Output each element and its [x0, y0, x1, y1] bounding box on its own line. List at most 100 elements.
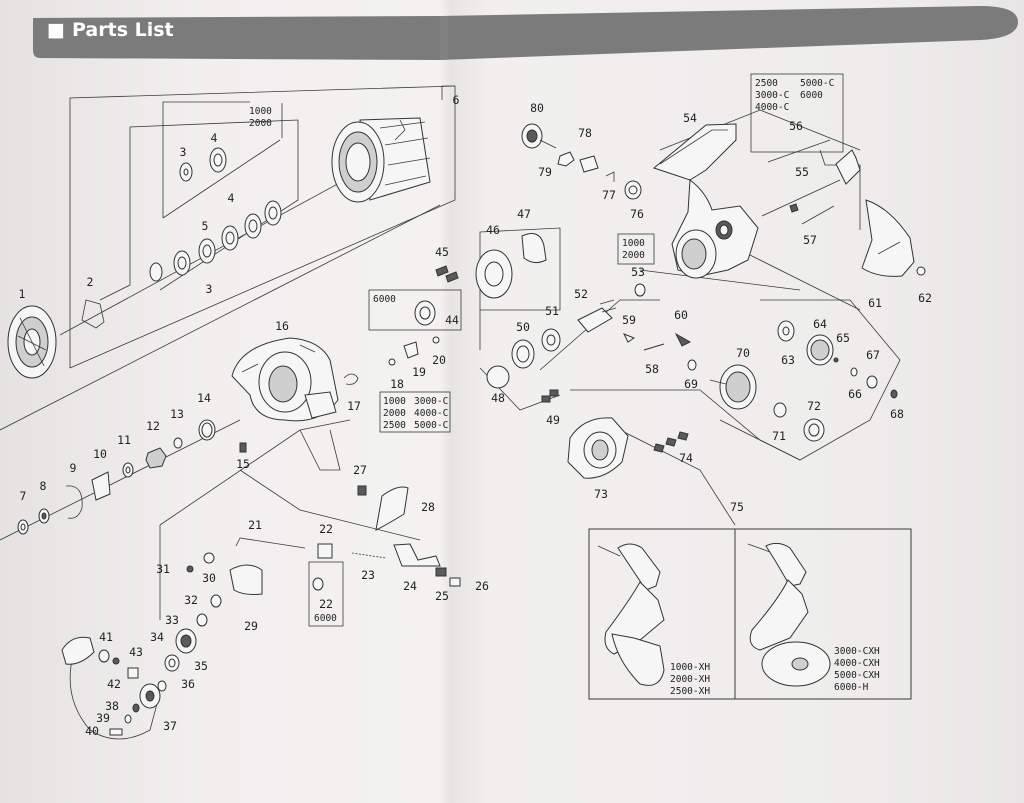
part-label-8: 8: [40, 479, 47, 493]
note-18-2500: 2500: [383, 420, 406, 431]
handle-side-small-parts: [622, 199, 926, 351]
rotor-small-parts: [17, 419, 247, 535]
part-label-19: 19: [412, 365, 426, 379]
part-label-75: 75: [730, 500, 744, 514]
part-75-handle-box: [588, 528, 912, 700]
part-label-39: 39: [96, 711, 110, 725]
part-label-67: 67: [866, 348, 880, 362]
part-label-53: 53: [631, 265, 645, 279]
note-18-3000c: 3000-C: [414, 396, 448, 407]
part-label-70: 70: [736, 346, 750, 360]
header-banner: ■ Parts List: [33, 6, 1018, 60]
note-18-5000c: 5000-C: [414, 420, 448, 431]
part-6-spool: [331, 117, 431, 203]
bail-wire-parts: [61, 594, 222, 740]
part-73-body-cover: [567, 417, 689, 479]
part-label-29: 29: [244, 619, 258, 633]
note-56-6000: 6000: [800, 90, 823, 101]
note-56-4000c: 4000-C: [755, 102, 789, 113]
part-label-54: 54: [683, 111, 697, 125]
note-18-4000c: 4000-C: [414, 408, 448, 419]
note-22-6000: 6000: [314, 613, 337, 624]
part-label-52: 52: [574, 287, 588, 301]
bail-trip-parts: [343, 336, 440, 385]
part-label-4b: 4: [228, 191, 235, 205]
part-label-22b: 22: [319, 597, 333, 611]
part-label-73: 73: [594, 487, 608, 501]
part-label-3b: 3: [206, 282, 213, 296]
note-56-3000c: 3000-C: [755, 90, 789, 101]
part-label-41: 41: [99, 630, 113, 644]
part-label-34: 34: [150, 630, 164, 644]
part-label-11: 11: [117, 433, 131, 447]
part-label-15: 15: [236, 457, 250, 471]
part-label-43: 43: [129, 645, 143, 659]
banner-square-glyph: ■: [47, 19, 65, 41]
note-6-line-2: 2000: [249, 118, 272, 129]
note-56-2500: 2500: [755, 78, 778, 89]
part-label-50: 50: [516, 320, 530, 334]
bail-arm-parts: [186, 485, 461, 595]
part-label-9: 9: [70, 461, 77, 475]
part-label-27: 27: [353, 463, 367, 477]
part-number-labels: 1 2 3 3 4 4 5 6 7 8 9 10 11 12 13 14 15 …: [19, 93, 932, 738]
part-label-16: 16: [275, 319, 289, 333]
note-44-6000: 6000: [373, 294, 396, 305]
note-56-5000c: 5000-C: [800, 78, 834, 89]
part-label-17: 17: [347, 399, 361, 413]
assembly-lines: [0, 85, 901, 620]
part-label-26: 26: [475, 579, 489, 593]
part-label-65: 65: [836, 331, 850, 345]
note-75-right-1: 3000-CXH: [834, 646, 880, 657]
pinion-parts: [414, 233, 646, 403]
part-label-42: 42: [107, 677, 121, 691]
part-label-49: 49: [546, 413, 560, 427]
part-label-38: 38: [105, 699, 119, 713]
drive-gear-parts: [687, 320, 898, 442]
part-label-40: 40: [85, 724, 99, 738]
part-label-51: 51: [545, 304, 559, 318]
line-roller-parts: [521, 123, 642, 200]
note-18-1000: 1000: [383, 396, 406, 407]
part-label-66: 66: [848, 387, 862, 401]
part-label-25: 25: [435, 589, 449, 603]
note-75-right-2: 4000-CXH: [834, 658, 880, 669]
part-label-59: 59: [622, 313, 636, 327]
parts-illustrations: [7, 117, 926, 740]
part-label-46: 46: [486, 223, 500, 237]
part-label-12: 12: [146, 419, 160, 433]
part-label-76: 76: [630, 207, 644, 221]
part-label-20: 20: [432, 353, 446, 367]
drag-washers: [149, 147, 282, 282]
part-label-5: 5: [202, 219, 209, 233]
part-label-35: 35: [194, 659, 208, 673]
part-label-74: 74: [679, 451, 693, 465]
part-label-78: 78: [578, 126, 592, 140]
note-53-line-1: 1000: [622, 238, 645, 249]
part-label-32: 32: [184, 593, 198, 607]
part-54-body: [652, 123, 759, 279]
part-label-21: 21: [248, 518, 262, 532]
part-label-2: 2: [87, 275, 94, 289]
part-label-71: 71: [772, 429, 786, 443]
part-label-30: 30: [202, 571, 216, 585]
part-label-14: 14: [197, 391, 211, 405]
part-label-24: 24: [403, 579, 417, 593]
part-label-7: 7: [20, 489, 27, 503]
note-75-left-1: 1000-XH: [670, 662, 710, 673]
part-label-31: 31: [156, 562, 170, 576]
part-label-33: 33: [165, 613, 179, 627]
part-label-45: 45: [435, 245, 449, 259]
part-label-23: 23: [361, 568, 375, 582]
note-75-left-3: 2500-XH: [670, 686, 710, 697]
part-label-22: 22: [319, 522, 333, 536]
part-label-56: 56: [789, 119, 803, 133]
part-label-28: 28: [421, 500, 435, 514]
page-title: Parts List: [72, 19, 174, 41]
part-label-61: 61: [868, 296, 882, 310]
part-label-1: 1: [19, 287, 26, 301]
part-label-79: 79: [538, 165, 552, 179]
part-label-57: 57: [803, 233, 817, 247]
part-label-6: 6: [453, 93, 460, 107]
